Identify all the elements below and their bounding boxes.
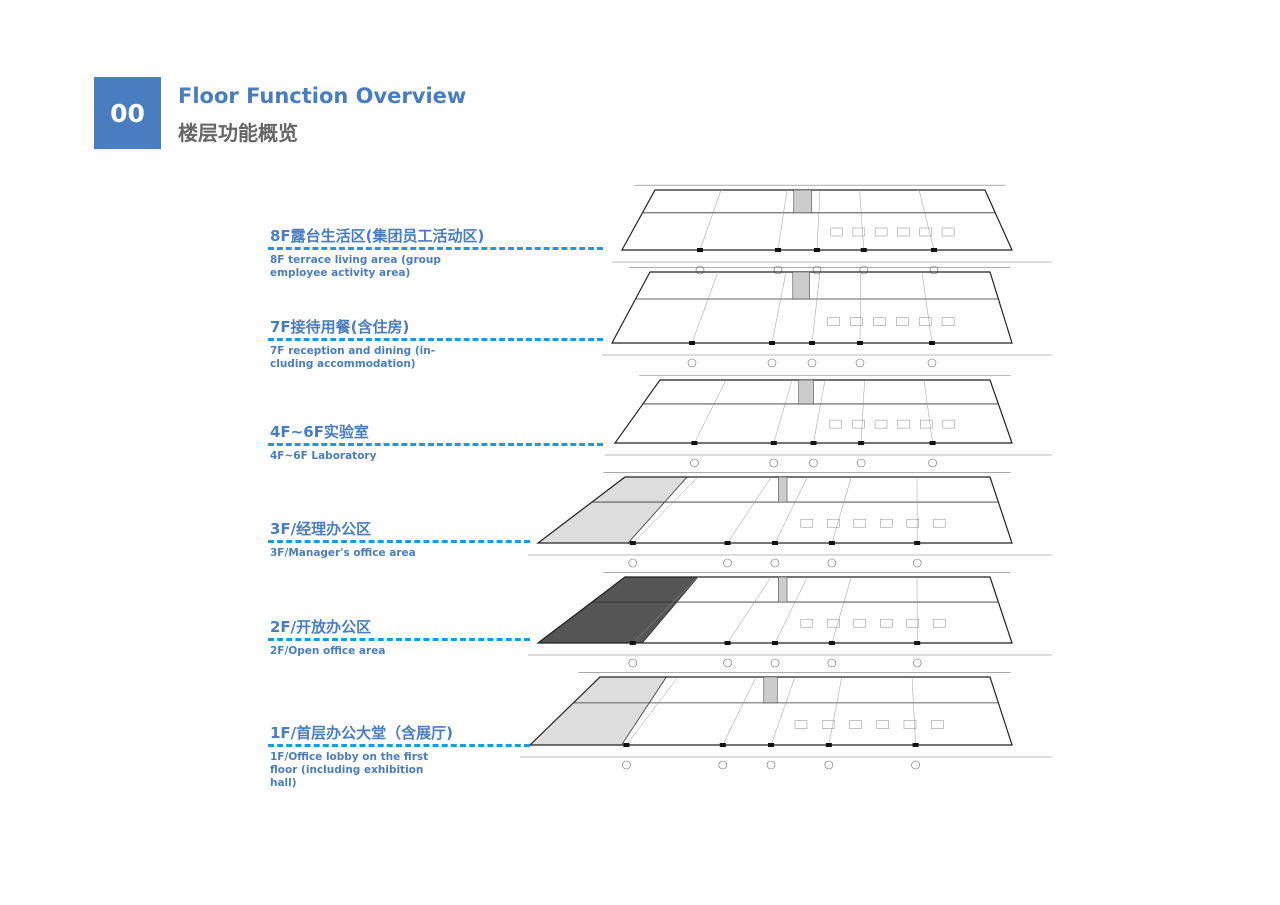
floor-label-1f: 1F/首层办公大堂（含展厅) 1F/Office lobby on the fir… [270,724,453,790]
floor-label-2f: 2F/开放办公区 2F/Open office area [270,618,445,658]
page-title: Floor Function Overview [178,84,467,108]
page-subtitle: 楼层功能概览 [178,121,298,145]
grid-axis-marker [929,265,939,275]
slab-outline [536,476,1013,544]
floor-plan-7f [602,267,1052,368]
floor-plan-8f [612,184,1052,275]
grid-axis-marker [812,265,822,275]
floor-desc: 4F~6F Laboratory [270,450,377,462]
grid-axis-marker [855,358,865,368]
grid-axis-marker [770,558,780,568]
floor-plan-3f [528,472,1052,568]
grid-axis-marker [911,760,920,770]
floor-label-8f: 8F露台生活区(集团员工活动区) 8F terrace living area (… [270,227,484,280]
floor-desc: 2F/Open office area [270,645,386,657]
grid-axis-marker [628,658,638,668]
floor-label-3f: 3F/经理办公区 3F/Manager's office area [270,520,445,560]
grid-axis-marker [773,265,783,275]
floor-title: 4F~6F实验室 [270,423,369,441]
grid-axis-marker [687,358,697,368]
slab-outline [610,271,1013,344]
grid-axis-marker [912,558,922,568]
stair-core [792,271,810,300]
grid-axis-marker [769,458,779,468]
floor-title: 2F/开放办公区 [270,618,372,636]
floor-title: 7F接待用餐(含住房) [270,318,410,336]
stair-core [793,189,813,214]
floor-plan-1f [520,672,1052,770]
leader-line-4f-6f [268,443,603,446]
grid-axis-marker [770,658,780,668]
grid-axis-marker [809,458,818,468]
floor-desc: 8F terrace living area (group employee a… [270,254,441,279]
leader-line-1f [268,744,530,747]
floor-desc: 3F/Manager's office area [270,547,416,559]
grid-axis-marker [912,658,922,668]
slab-outline [613,379,1013,444]
grid-axis-marker [622,760,631,770]
grid-axis-marker [718,760,728,770]
slab-outline [536,576,1013,644]
slab-outline [528,676,1013,746]
grid-axis-marker [928,458,937,468]
floor-label-4f-6f: 4F~6F实验室 4F~6F Laboratory [270,423,445,463]
grid-axis-marker [723,658,732,668]
stair-core [778,576,788,603]
grid-axis-marker [767,358,777,368]
stair-core [763,676,778,704]
grid-axis-marker [723,558,732,568]
hatched-area [536,576,699,644]
floor-title: 8F露台生活区(集团员工活动区) [270,227,485,245]
leader-line-7f [268,338,603,341]
stair-core [798,379,814,405]
floor-desc: 7F reception and dining (in-cluding acco… [270,345,436,370]
floor-plan-4f-6f [605,374,1052,468]
grid-axis-marker [628,558,638,568]
leader-line-2f [268,638,530,641]
grid-axis-marker [807,358,817,368]
slab-outline [620,189,1013,251]
grid-axis-marker [766,760,776,770]
grid-axis-marker [824,760,834,770]
grid-axis-marker [856,458,866,468]
floor-title: 1F/首层办公大堂（含展厅) [270,724,454,742]
floor-plan-2f [528,572,1052,668]
floor-title: 3F/经理办公区 [270,520,372,538]
grid-axis-marker [827,558,837,568]
grid-axis-marker [695,265,705,275]
grid-axis-marker [827,658,837,668]
leader-line-3f [268,540,530,543]
grid-axis-marker [690,458,699,468]
grid-axis-marker [859,265,869,275]
floor-desc: 1F/Office lobby on the first floor (incl… [270,751,429,789]
floor-label-7f: 7F接待用餐(含住房) 7F reception and dining (in-c… [270,318,445,371]
hatched-area [529,676,668,746]
stair-core [778,476,788,503]
leader-line-8f [268,247,603,250]
grid-axis-marker [927,358,937,368]
section-number-badge: 00 [94,77,161,149]
